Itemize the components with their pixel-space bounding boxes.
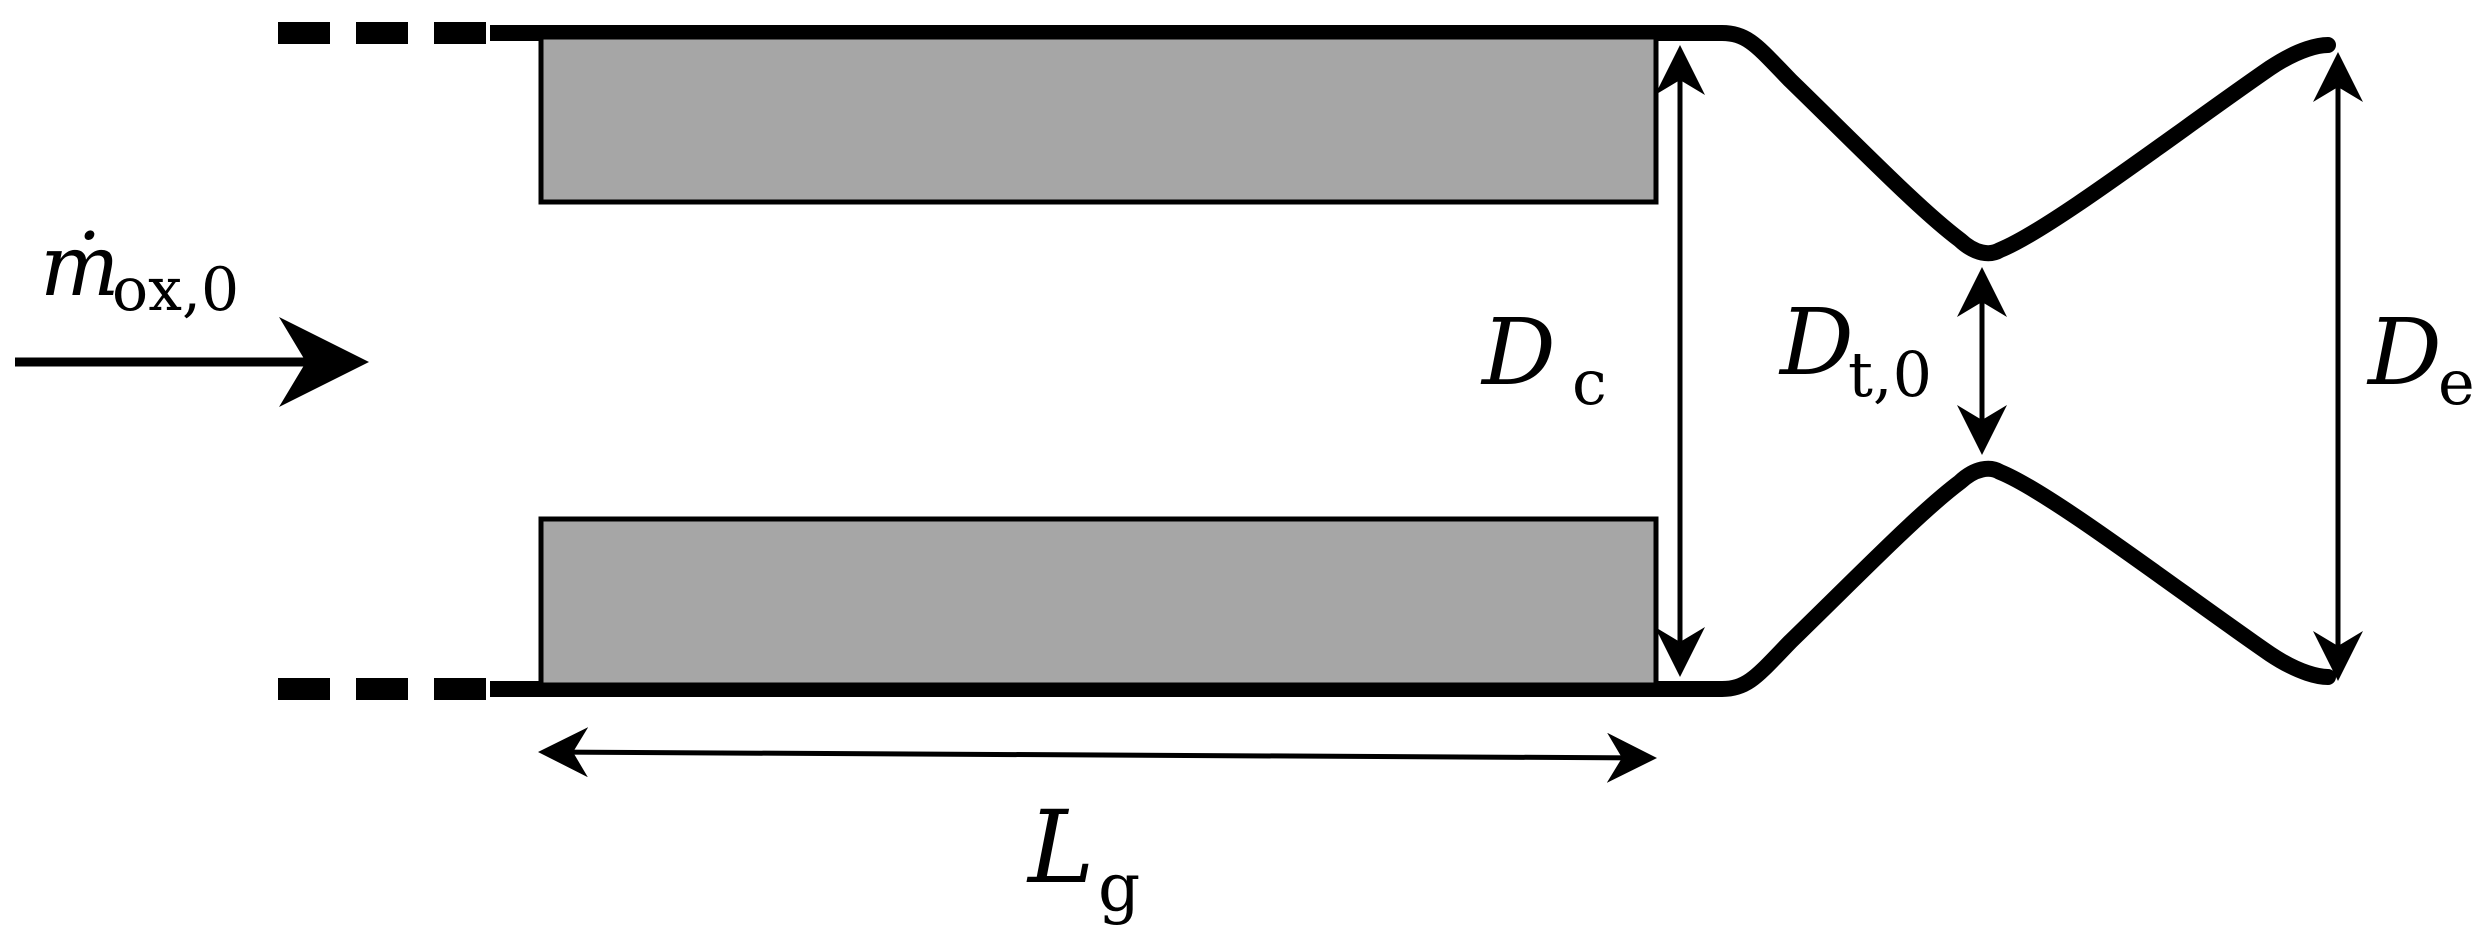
exit-diameter-label: D e	[2366, 299, 2475, 419]
upper-nozzle-contour	[1714, 25, 2336, 262]
lower-nozzle-contour	[1714, 460, 2336, 697]
grain-length-arrow	[538, 727, 1657, 783]
lower-fuel-grain	[538, 516, 1659, 688]
mass-flow-label: ṁ ox,0	[40, 217, 239, 325]
chamber-diameter-label: D c	[1480, 299, 1607, 419]
throat-diameter-label: D t,0	[1778, 289, 1932, 411]
upper-fuel-grain	[538, 34, 1659, 205]
grain-length-label: L g	[1026, 789, 1140, 926]
